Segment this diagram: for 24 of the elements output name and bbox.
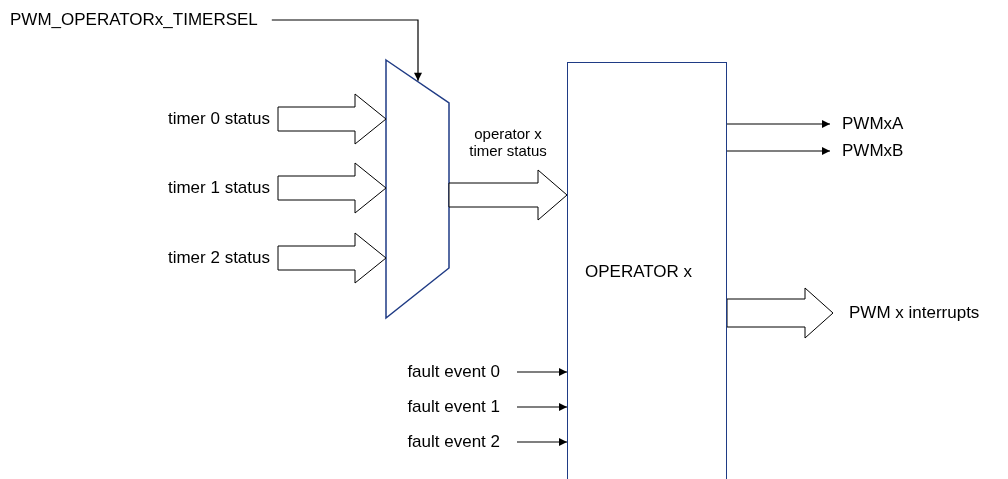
- signal-label: timer 0 status: [167, 109, 270, 129]
- bus-arrow: [726, 287, 834, 339]
- arrow: [516, 438, 568, 446]
- operator-block: [567, 62, 727, 479]
- signal-label: PWM_OPERATORx_TIMERSEL: [10, 10, 258, 30]
- signal-label: timer 2 status: [167, 248, 270, 268]
- arrow: [726, 120, 831, 128]
- signal-label: fault event 2: [407, 432, 500, 452]
- signal-label: timer 1 status: [167, 178, 270, 198]
- bus-arrow: [277, 232, 387, 284]
- block-title: OPERATOR x: [585, 262, 693, 282]
- signal-label: PWM x interrupts: [849, 303, 980, 323]
- bus-arrow: [277, 93, 387, 145]
- bus-arrow: [448, 169, 568, 221]
- arrow: [516, 368, 568, 376]
- arrow: [271, 19, 422, 82]
- arrow: [726, 147, 831, 155]
- bus-arrow: [277, 162, 387, 214]
- signal-label: fault event 1: [407, 397, 500, 417]
- signal-label: PWMxA: [842, 114, 904, 134]
- multiplexer-shape: [385, 58, 450, 320]
- signal-label: fault event 0: [407, 362, 500, 382]
- arrow: [516, 403, 568, 411]
- signal-label: PWMxB: [842, 141, 904, 161]
